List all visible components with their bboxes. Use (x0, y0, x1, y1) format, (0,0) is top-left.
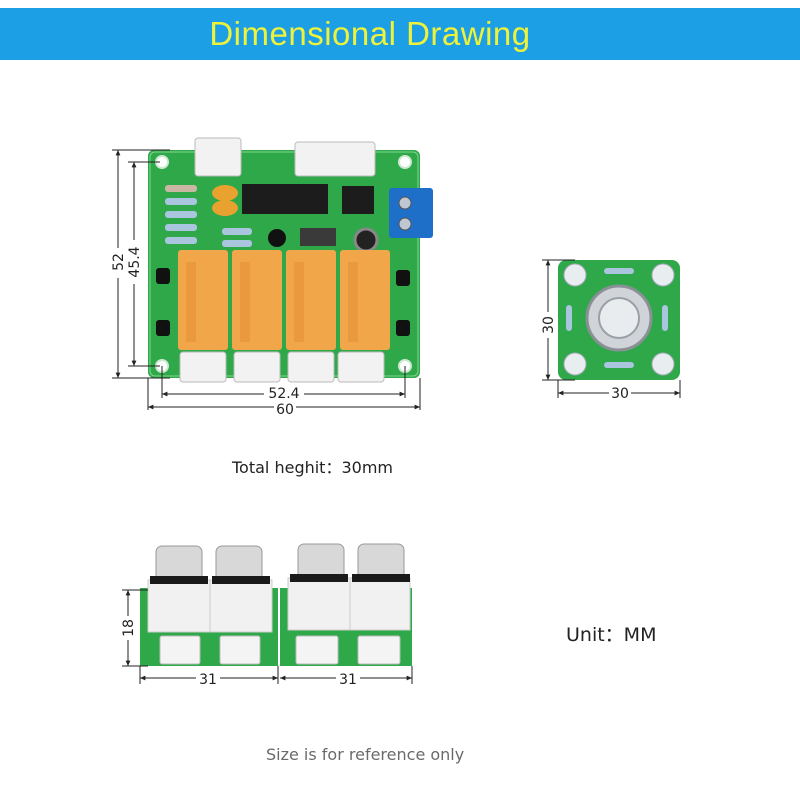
relays (178, 250, 390, 350)
reference-note: Size is for reference only (266, 745, 465, 764)
rca-board-right (280, 543, 412, 666)
crystal (300, 228, 336, 246)
top-connector-right (294, 141, 376, 177)
switch-board-height-label: 30 (541, 316, 557, 334)
rca-left-width-label: 31 (199, 672, 217, 688)
rca-right-width-label: 31 (339, 672, 357, 688)
ic-chip (242, 184, 328, 214)
total-height-caption: Total heghit：30mm (232, 458, 393, 477)
capacitor (212, 200, 238, 216)
transistor (268, 229, 286, 247)
bottom-connectors (179, 351, 385, 383)
relay-4 (340, 250, 390, 350)
capacitor (212, 185, 238, 201)
rca-board-left (140, 545, 278, 666)
relay-board-height-label: 52 (111, 253, 127, 271)
relay-board-hole-width-label: 52.4 (268, 386, 299, 402)
relay-board (148, 137, 433, 383)
top-connector-left (194, 137, 242, 177)
relay-board-width-label: 60 (276, 402, 294, 418)
electrolytic-capacitor (353, 227, 379, 253)
rca-height-label: 18 (121, 619, 137, 637)
unit-caption: Unit：MM (566, 624, 657, 646)
relay-3 (286, 250, 336, 350)
switch-board-width-label: 30 (611, 386, 629, 402)
led (651, 352, 675, 376)
resistor-array (165, 185, 252, 247)
switch-board (558, 260, 680, 380)
relay-1 (178, 250, 228, 350)
led (563, 263, 587, 287)
relay-2 (232, 250, 282, 350)
regulator-chip (342, 186, 374, 214)
title-banner (0, 8, 800, 60)
relay-board-hole-height-label: 45.4 (127, 246, 143, 277)
page-title: Dimensional Drawing (209, 15, 531, 52)
screw-terminal-block (389, 188, 433, 238)
led (651, 263, 675, 287)
led (563, 352, 587, 376)
